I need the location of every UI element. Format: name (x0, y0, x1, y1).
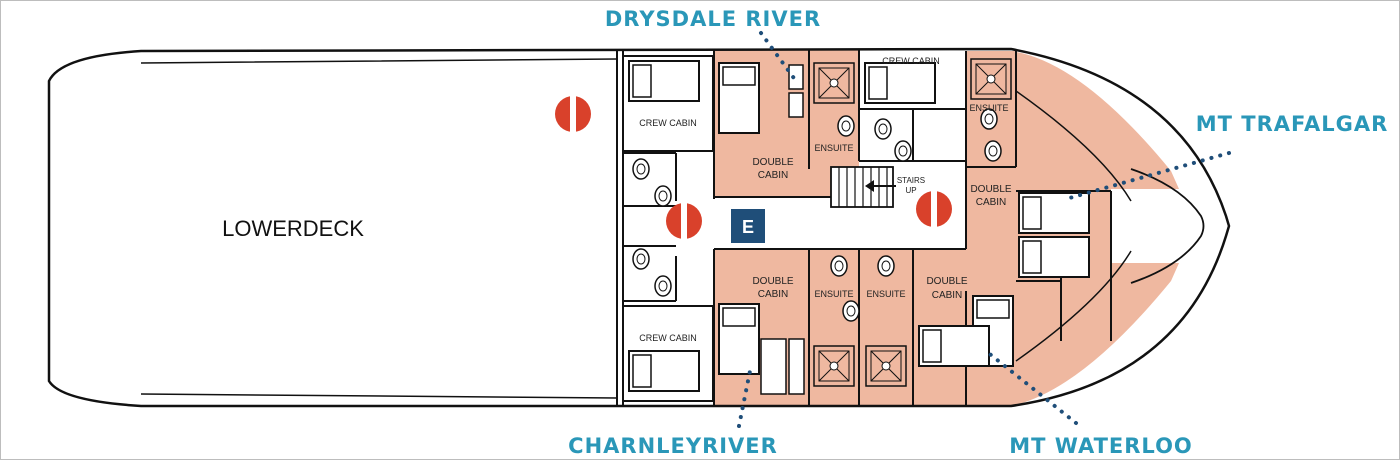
ensuite-label: ENSUITE (814, 143, 853, 153)
drysdale-river-label: DRYSDALE RIVER (605, 7, 821, 31)
stairs-label: STAIRS (897, 176, 925, 185)
charnley-river-label: CHARNLEYRIVER (568, 434, 778, 458)
double-cabin-label: DOUBLE (926, 276, 967, 287)
double-cabin-label: CABIN (932, 290, 963, 301)
stairs-up-label: UP (905, 186, 916, 195)
double-cabin-label: DOUBLE (752, 276, 793, 287)
exit-label: E (742, 217, 754, 237)
exit-icon (731, 209, 765, 243)
walls (616, 49, 1112, 407)
crew-cabin-label: CREW CABIN (639, 118, 697, 128)
double-cabin-label: DOUBLE (970, 184, 1011, 195)
deck-name: LOWERDECK (222, 216, 364, 241)
double-cabin-label: DOUBLE (752, 157, 793, 168)
ensuite-label: ENSUITE (969, 103, 1008, 113)
crew-cabin-label: CREW CABIN (639, 333, 697, 343)
life-ring-icon (555, 96, 952, 239)
crew-cabin-label: CREW CABIN (882, 56, 940, 66)
room-labels: CREW CABIN CREW CABIN CREW CABIN DOUBLE … (639, 56, 1012, 343)
forward-cabins (714, 51, 1179, 406)
ensuite-label: ENSUITE (814, 289, 853, 299)
name-pointers (737, 31, 1231, 428)
double-cabin-label: CABIN (758, 170, 789, 181)
bed-icon (628, 60, 1090, 395)
ensuite-label: ENSUITE (866, 289, 905, 299)
hull-outline (47, 47, 1231, 408)
mt-trafalgar-label: MT TRAFALGAR (1196, 112, 1389, 136)
double-cabin-label: CABIN (976, 197, 1007, 208)
stairs-icon (830, 166, 896, 208)
double-cabin-label: CABIN (758, 289, 789, 300)
mt-waterloo-label: MT WATERLOO (1009, 434, 1193, 458)
